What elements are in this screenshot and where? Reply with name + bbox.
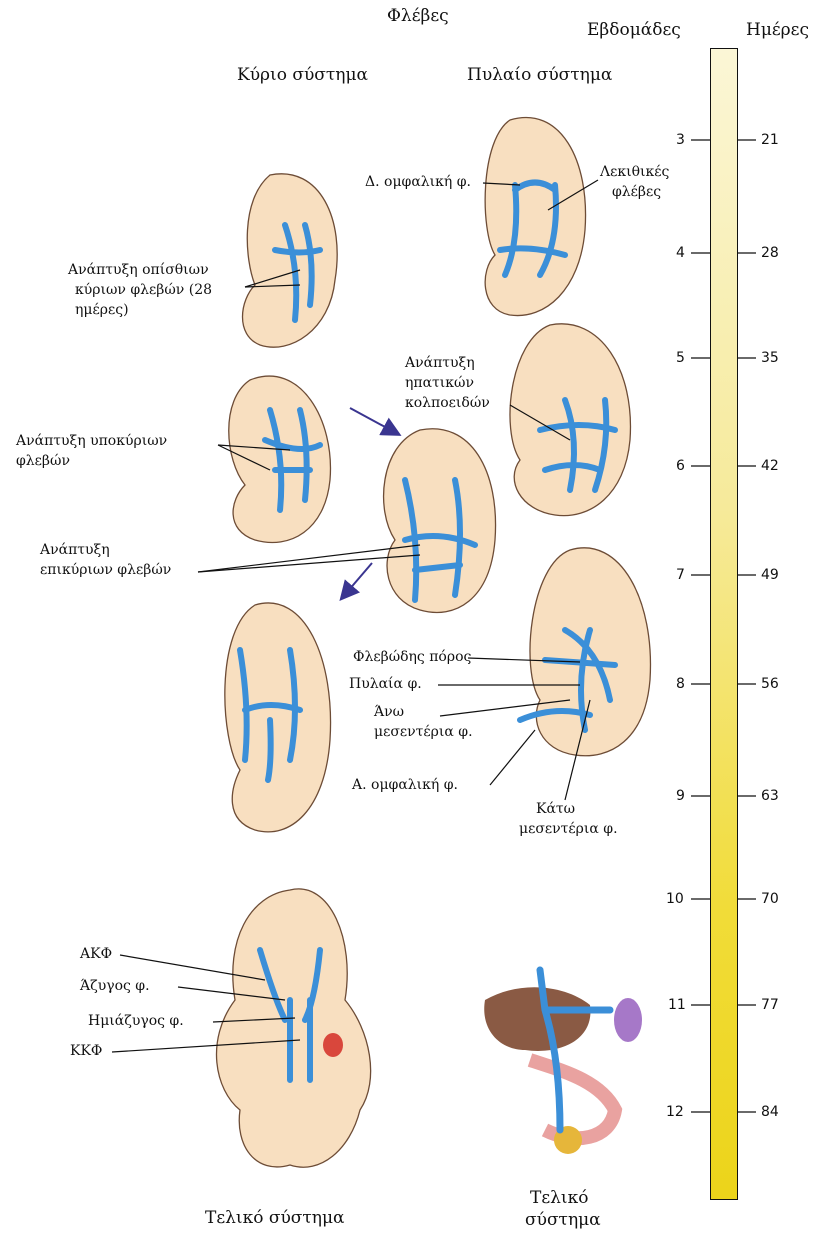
week-label-7: 7 bbox=[676, 567, 685, 584]
day-label-21: 21 bbox=[761, 132, 779, 149]
label-posterior-cardinal-3: ημέρες) bbox=[75, 302, 129, 319]
embryo-portal-early bbox=[485, 118, 585, 316]
embryo-portal-sinusoids bbox=[510, 324, 630, 516]
day-label-49: 49 bbox=[761, 567, 779, 584]
label-azygos: Άζυγος φ. bbox=[80, 978, 150, 995]
week-label-10: 10 bbox=[666, 891, 684, 908]
week-label-11: 11 bbox=[668, 997, 686, 1014]
label-final-system-right-1: Τελικό bbox=[530, 1190, 588, 1207]
label-subcardinal-1: Ανάπτυξη υποκύριων bbox=[16, 433, 167, 450]
label-inferior-mesenteric-2: μεσεντέρια φ. bbox=[519, 821, 618, 838]
arrow-right bbox=[350, 408, 398, 434]
label-posterior-cardinal-1: Ανάπτυξη οπίσθιων bbox=[68, 262, 209, 279]
day-label-42: 42 bbox=[761, 458, 779, 475]
day-label-56: 56 bbox=[761, 676, 779, 693]
week-label-8: 8 bbox=[676, 676, 685, 693]
week-label-3: 3 bbox=[676, 132, 685, 149]
week-label-12: 12 bbox=[666, 1104, 684, 1121]
label-ductus-venosus: Φλεβώδης πόρος bbox=[353, 649, 471, 666]
day-label-77: 77 bbox=[761, 997, 779, 1014]
label-ivc: ΚΚΦ bbox=[70, 1043, 102, 1060]
label-superior-mesenteric-2: μεσεντέρια φ. bbox=[374, 724, 473, 741]
day-label-70: 70 bbox=[761, 891, 779, 908]
label-portal-vein: Πυλαία φ. bbox=[349, 676, 422, 693]
label-vitelline-veins-1: Λεκιθικές bbox=[600, 164, 669, 181]
day-label-28: 28 bbox=[761, 245, 779, 262]
label-svc: ΑΚΦ bbox=[80, 946, 112, 963]
timeline-ticks bbox=[691, 140, 756, 1112]
embryo-main-subcardinal bbox=[229, 376, 331, 542]
embryo-center-supracardinal bbox=[384, 429, 496, 613]
label-left-umbilical-vein: Α. ομφαλική φ. bbox=[352, 777, 458, 794]
week-label-5: 5 bbox=[676, 350, 685, 367]
day-label-35: 35 bbox=[761, 350, 779, 367]
day-label-84: 84 bbox=[761, 1104, 779, 1121]
label-hemiazygos: Ημιάζυγος φ. bbox=[88, 1013, 184, 1030]
embryo-main-day28 bbox=[243, 174, 338, 347]
week-label-9: 9 bbox=[676, 788, 685, 805]
arrow-down-left bbox=[342, 563, 372, 598]
week-label-6: 6 bbox=[676, 458, 685, 475]
label-supracardinal-2: επικύριων φλεβών bbox=[40, 562, 171, 579]
embryo-main-later bbox=[225, 603, 331, 832]
label-hepatic-sinusoids-2: ηπατικών bbox=[405, 375, 474, 392]
week-label-4: 4 bbox=[676, 245, 685, 262]
label-subcardinal-2: φλεβών bbox=[16, 453, 70, 470]
label-posterior-cardinal-2: κύριων φλεβών (28 bbox=[75, 282, 212, 299]
label-final-system-left: Τελικό σύστημα bbox=[205, 1210, 345, 1227]
label-right-umbilical-vein: Δ. ομφαλική φ. bbox=[365, 174, 471, 191]
label-inferior-mesenteric-1: Κάτω bbox=[536, 801, 575, 818]
portal-organs-final bbox=[484, 970, 642, 1154]
embryo-portal-later bbox=[520, 548, 650, 756]
infant-final-system bbox=[216, 889, 370, 1167]
label-hepatic-sinusoids-3: κολποειδών bbox=[405, 395, 490, 412]
label-superior-mesenteric-1: Άνω bbox=[374, 704, 404, 721]
day-label-63: 63 bbox=[761, 788, 779, 805]
label-final-system-right-2: σύστημα bbox=[525, 1212, 601, 1229]
label-supracardinal-1: Ανάπτυξη bbox=[40, 542, 110, 559]
label-hepatic-sinusoids-1: Ανάπτυξη bbox=[405, 355, 475, 372]
label-vitelline-veins-2: φλέβες bbox=[612, 184, 661, 201]
